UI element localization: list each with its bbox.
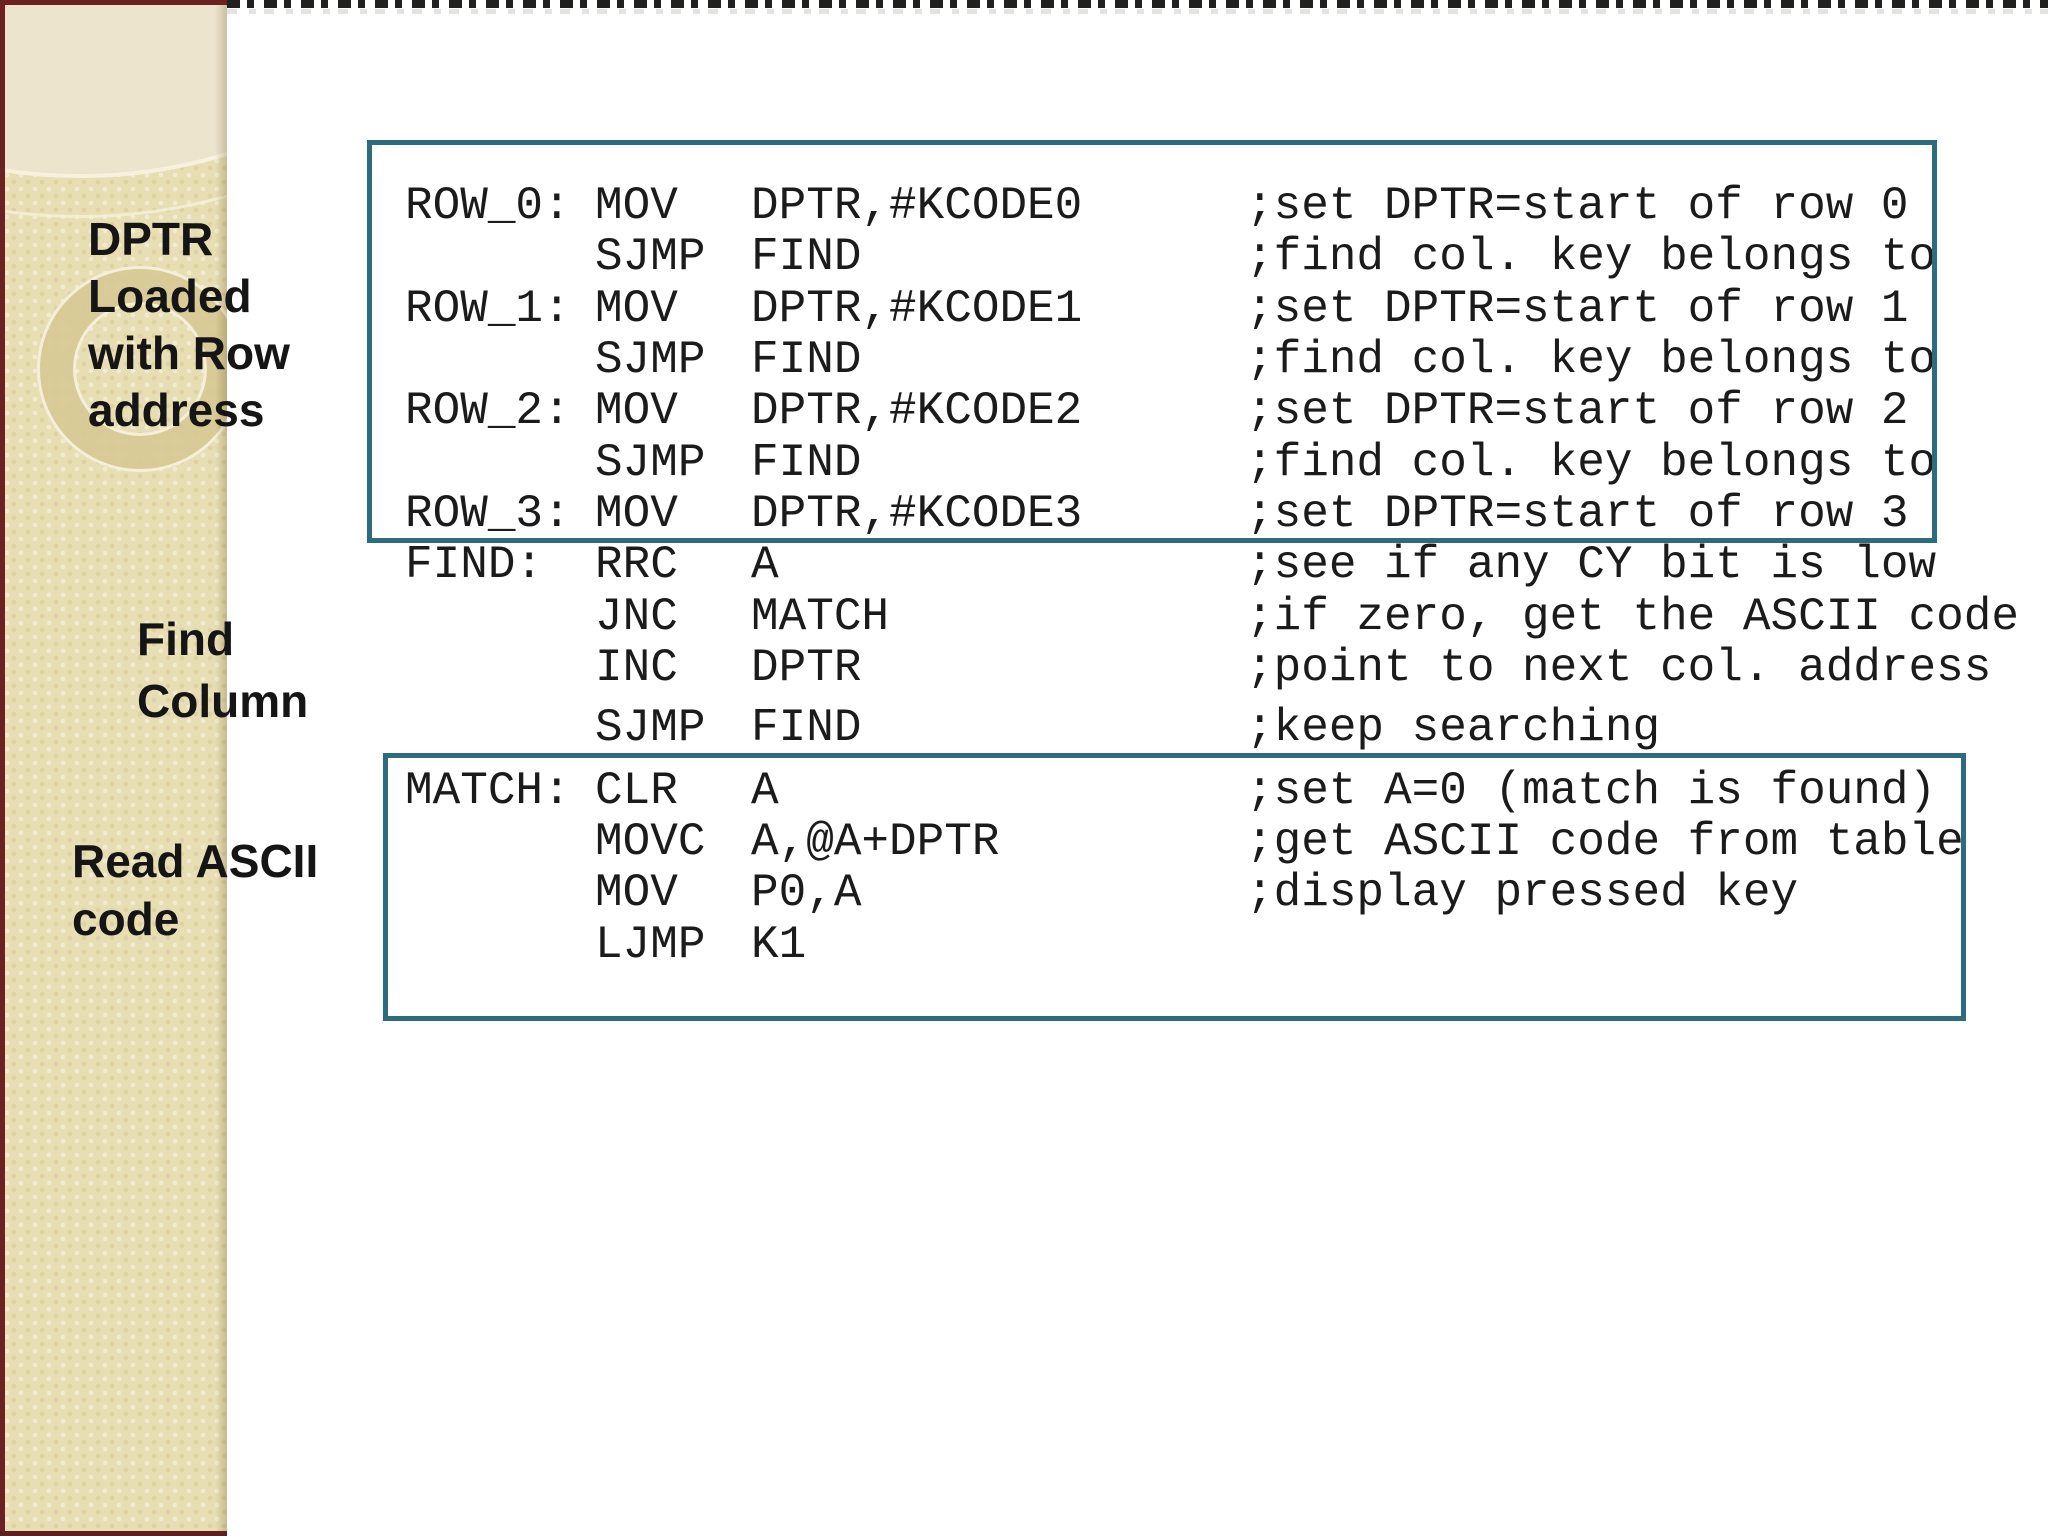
code-operand: FIND xyxy=(751,231,862,284)
code-opcode: LJMP xyxy=(595,918,706,971)
code-opcode: RRC xyxy=(595,539,678,592)
code-operand: A,@A+DPTR xyxy=(751,816,1000,869)
code-comment: ;see if any CY bit is low xyxy=(1246,539,1937,592)
code-label: ROW_3: xyxy=(405,488,571,541)
code-line: INC DPTR ;point to next col. address xyxy=(405,642,2025,695)
code-opcode: INC xyxy=(595,642,678,695)
code-line: ROW_0: MOV DPTR,#KCODE0 ;set DPTR=start of … xyxy=(405,180,2025,232)
code-operand: MATCH xyxy=(751,590,890,643)
code-comment: ;if zero, get the ASCII code xyxy=(1246,590,2019,643)
code-opcode: MOVC xyxy=(595,816,706,869)
code-line: MOV P0,A ;display pressed key xyxy=(405,867,2025,920)
code-operand: K1 xyxy=(751,918,807,971)
code-line: SJMP FIND ;find col. key belongs to xyxy=(405,231,2025,284)
code-comment: ;point to next col. address xyxy=(1246,642,1992,695)
maroon-bottom-strip xyxy=(0,1531,227,1536)
code-label: FIND: xyxy=(405,539,544,592)
code-operand: DPTR,#KCODE0 xyxy=(751,180,1083,232)
code-line: ROW_1: MOV DPTR,#KCODE1 ;set DPTR=start of … xyxy=(405,282,2025,335)
code-label: MATCH: xyxy=(405,764,571,817)
code-line: SJMP FIND ;keep searching xyxy=(405,702,2025,755)
annotation-line: Find xyxy=(137,613,235,665)
annotation-line: Read ASCII xyxy=(72,835,319,887)
code-line: MATCH: CLR A ;set A=0 (match is found) xyxy=(405,764,2025,817)
code-operand: DPTR xyxy=(751,642,862,695)
code-line: ROW_3: MOV DPTR,#KCODE3 ;set DPTR=start of … xyxy=(405,488,2025,541)
code-comment: ;set DPTR=start of row 0 xyxy=(1246,180,1909,232)
code-comment: ;find col. key belongs to xyxy=(1246,334,1937,387)
annotation-read-ascii: Read ASCII code xyxy=(72,832,318,948)
code-line: JNC MATCH ;if zero, get the ASCII code xyxy=(405,590,2025,643)
code-opcode: MOV xyxy=(595,488,678,541)
annotation-line: DPTR xyxy=(88,213,214,265)
code-operand: DPTR,#KCODE1 xyxy=(751,282,1083,335)
annotation-line: Column xyxy=(137,675,309,727)
code-comment: ;set DPTR=start of row 2 xyxy=(1246,385,1909,438)
code-line: SJMP FIND ;find col. key belongs to xyxy=(405,334,2025,387)
code-opcode: SJMP xyxy=(595,702,706,755)
code-comment: ;set A=0 (match is found) xyxy=(1246,764,1937,817)
code-operand: A xyxy=(751,539,779,592)
sidebar-edge-shadow xyxy=(215,0,227,1536)
code-comment: ;find col. key belongs to xyxy=(1246,231,1937,284)
annotation-find-column: Find Column xyxy=(137,608,308,732)
code-opcode: MOV xyxy=(595,867,678,920)
annotation-line: code xyxy=(72,893,180,945)
code-opcode: CLR xyxy=(595,764,678,817)
code-comment: ;set DPTR=start of row 3 xyxy=(1246,488,1909,541)
annotation-line: Loaded xyxy=(88,270,252,322)
code-opcode: MOV xyxy=(595,180,678,232)
code-comment: ;get ASCII code from table xyxy=(1246,816,1964,869)
code-line: LJMP K1 xyxy=(405,918,2025,971)
code-label: ROW_0: xyxy=(405,180,571,232)
annotation-dptr-loaded: DPTR Loaded with Row address xyxy=(88,211,290,439)
code-operand: P0,A xyxy=(751,867,862,920)
code-opcode: JNC xyxy=(595,590,678,643)
code-comment: ;keep searching xyxy=(1246,702,1661,755)
code-operand: DPTR,#KCODE3 xyxy=(751,488,1083,541)
code-opcode: MOV xyxy=(595,385,678,438)
code-line: MOVC A,@A+DPTR ;get ASCII code from table xyxy=(405,816,2025,869)
sidebar xyxy=(0,0,227,1536)
code-comment: ;find col. key belongs to xyxy=(1246,436,1937,489)
annotation-line: address xyxy=(88,384,265,436)
code-line: ROW_2: MOV DPTR,#KCODE2 ;set DPTR=start of … xyxy=(405,385,2025,438)
code-opcode: SJMP xyxy=(595,334,706,387)
code-line: FIND: RRC A ;see if any CY bit is low xyxy=(405,539,2025,592)
code-comment: ;set DPTR=start of row 1 xyxy=(1246,282,1909,335)
circle-arc-decoration xyxy=(0,0,227,218)
code-label: ROW_1: xyxy=(405,282,571,335)
code-label: ROW_2: xyxy=(405,385,571,438)
code-line: SJMP FIND ;find col. key belongs to xyxy=(405,436,2025,489)
code-operand: FIND xyxy=(751,334,862,387)
code-comment: ;display pressed key xyxy=(1246,867,1799,920)
code-panel: ROW_0: MOV DPTR,#KCODE0 ;set DPTR=start of … xyxy=(405,180,2025,971)
code-operand: DPTR,#KCODE2 xyxy=(751,385,1083,438)
maroon-left-strip xyxy=(0,0,5,1536)
cropped-text-artifact xyxy=(227,0,2048,14)
code-operand: FIND xyxy=(751,702,862,755)
code-opcode: SJMP xyxy=(595,436,706,489)
code-opcode: SJMP xyxy=(595,231,706,284)
maroon-top-strip xyxy=(0,0,227,5)
annotation-line: with Row xyxy=(88,327,290,379)
code-operand: FIND xyxy=(751,436,862,489)
code-operand: A xyxy=(751,764,779,817)
code-opcode: MOV xyxy=(595,282,678,335)
